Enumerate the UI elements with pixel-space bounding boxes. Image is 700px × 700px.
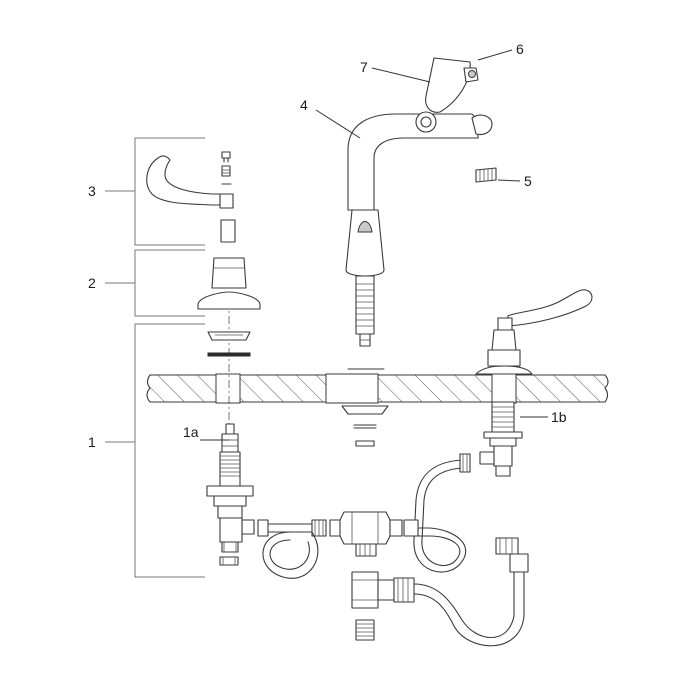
spray-head xyxy=(425,57,471,113)
cover-assembly xyxy=(197,257,261,310)
label-part-2: 2 xyxy=(88,275,96,291)
aerator xyxy=(475,167,497,183)
label-part-1b: 1b xyxy=(551,409,567,425)
handle-insert xyxy=(219,193,234,209)
handle-screw xyxy=(221,151,231,159)
handle-assembly xyxy=(146,151,236,243)
lever-handle xyxy=(146,155,221,206)
lever-handle-right xyxy=(507,289,593,327)
cap xyxy=(211,257,247,289)
spout-assembly xyxy=(341,113,493,447)
label-part-7: 7 xyxy=(360,59,368,75)
valve-gasket xyxy=(207,352,251,357)
spout-arm xyxy=(347,113,479,211)
label-part-6: 6 xyxy=(516,41,524,57)
valve-1b-assembly xyxy=(475,289,593,477)
label-part-3: 3 xyxy=(88,183,96,199)
label-part-4: 4 xyxy=(300,97,308,113)
group-brackets xyxy=(105,137,205,578)
label-part-1: 1 xyxy=(88,434,96,450)
leader-lines xyxy=(200,49,548,441)
label-part-5: 5 xyxy=(524,173,532,189)
escutcheon xyxy=(197,291,261,310)
handle-spacer xyxy=(220,219,236,243)
supply-hoses xyxy=(257,453,529,647)
label-part-1a: 1a xyxy=(183,424,199,440)
spout-sleeve xyxy=(345,209,385,277)
countertop xyxy=(146,373,609,404)
spray-head-assembly xyxy=(415,57,479,133)
valve-1a-assembly xyxy=(206,331,255,566)
